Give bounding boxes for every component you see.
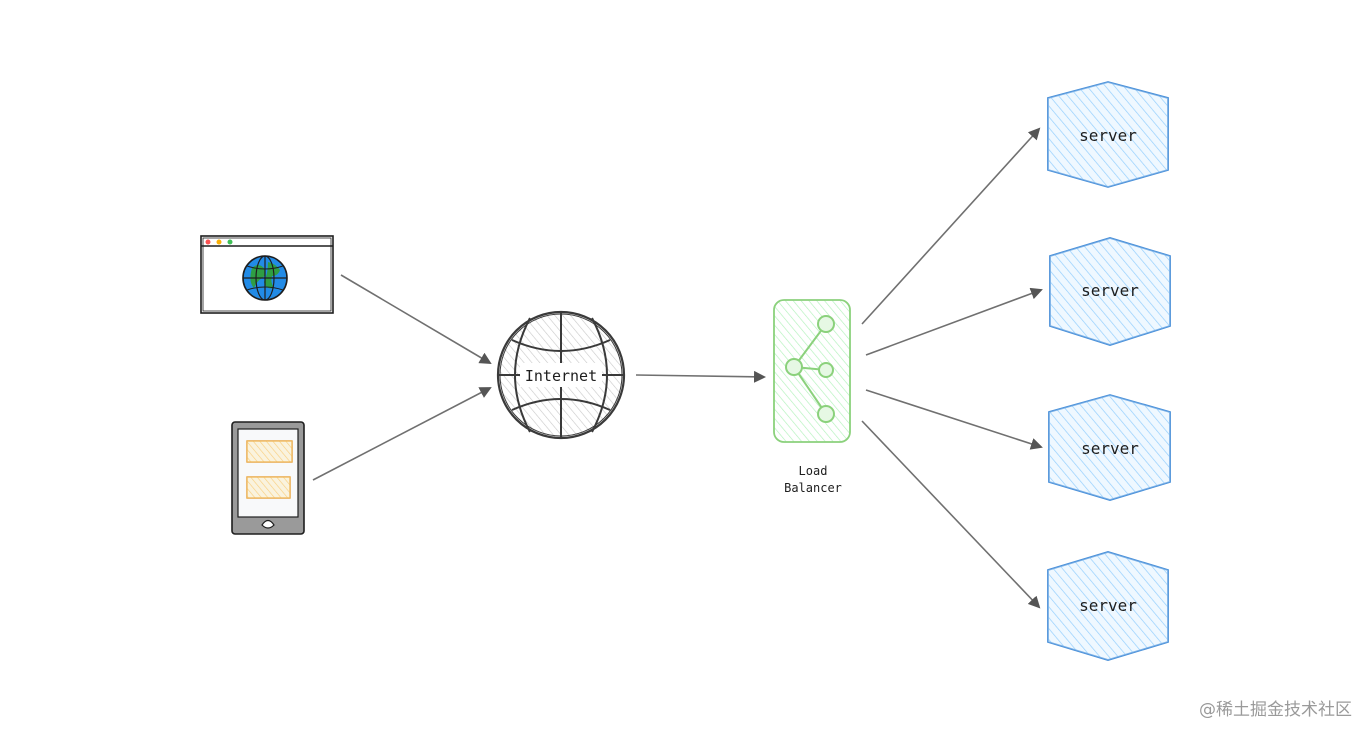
server-node-4: server	[1047, 551, 1169, 661]
load-balancer-label-line1: Load	[799, 464, 828, 478]
server-label: server	[1079, 126, 1137, 145]
arrow-load-balancer-to-server-4	[861, 420, 1041, 609]
connection-arrows	[312, 127, 1043, 609]
load-balancer-label-line2: Balancer	[784, 481, 842, 495]
arrow-browser-to-internet	[340, 274, 492, 365]
server-label: server	[1081, 281, 1139, 300]
mobile-phone-icon	[231, 421, 305, 535]
watermark: @稀土掘金技术社区	[1199, 700, 1352, 720]
arrow-load-balancer-to-server-2	[865, 287, 1043, 356]
server-label: server	[1081, 439, 1139, 458]
load-balancer: Load Balancer	[773, 299, 851, 495]
internet-globe: Internet	[496, 310, 626, 440]
arrow-load-balancer-to-server-3	[865, 389, 1043, 450]
server-label: server	[1079, 596, 1137, 615]
arrow-load-balancer-to-server-1	[861, 127, 1041, 325]
server-node-2: server	[1049, 237, 1171, 346]
server-node-3: server	[1048, 394, 1171, 501]
arrow-phone-to-internet	[312, 387, 492, 481]
globe-icon	[242, 255, 288, 301]
share-icon	[785, 315, 835, 423]
browser-window-icon	[200, 235, 334, 314]
internet-label: Internet	[525, 367, 597, 385]
server-node-1: server	[1047, 81, 1169, 188]
arrow-internet-to-load-balancer	[635, 370, 766, 383]
